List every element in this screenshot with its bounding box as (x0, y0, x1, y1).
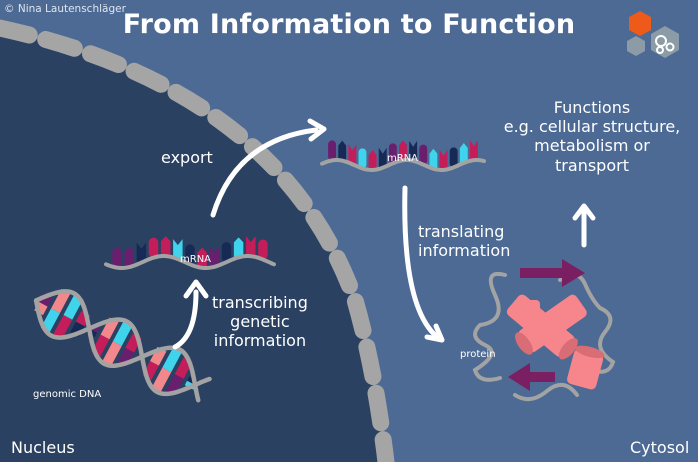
nucleotide (388, 143, 397, 164)
functions-line: metabolism or (534, 136, 650, 156)
mrna-cytosol (320, 140, 486, 173)
nucleotide (221, 242, 232, 263)
nucleotide (419, 144, 428, 165)
nucleotide (136, 242, 147, 263)
alpha-helix (515, 300, 540, 318)
functions-heading: Functions (553, 98, 631, 117)
nucleotide (469, 140, 478, 161)
functions-line: transport (555, 155, 629, 175)
transcribing-line: transcribing (212, 293, 308, 312)
transcribing-line: genetic (230, 312, 290, 332)
rna-backbone (320, 158, 486, 173)
beta-sheet (508, 363, 555, 391)
mrna-nucleus (104, 236, 276, 270)
protein-coil (472, 272, 616, 402)
nucleotide (409, 140, 418, 161)
nucleotide (209, 246, 220, 267)
nucleotide (368, 149, 377, 170)
transcribing-label: transcribing genetic information (212, 293, 308, 351)
nuclear-membrane (0, 19, 395, 462)
nucleotide (160, 236, 171, 257)
nucleotide (439, 149, 448, 170)
nucleotide (429, 148, 438, 169)
cytosol-label: Cytosol (630, 438, 690, 457)
nucleotide (328, 140, 337, 161)
nucleotide (233, 237, 244, 258)
cell-logo (627, 11, 679, 58)
export-arrow-head (307, 118, 327, 142)
base-pair (101, 341, 122, 368)
nucleotide (358, 148, 367, 169)
beta-sheet (520, 259, 585, 287)
rna-backbone (104, 254, 276, 270)
base-pair (165, 374, 184, 396)
nucleotide (338, 140, 347, 161)
translating-line: translating (418, 222, 505, 241)
base-pair (52, 314, 73, 340)
transcribing-line: information (213, 331, 307, 351)
nucleotide (197, 247, 207, 268)
nucleotide (459, 142, 468, 163)
functions-label: Functions e.g. cellular structure, metab… (496, 98, 688, 175)
base-pair (117, 347, 135, 367)
author-credit: © Nina Lautenschläger (4, 3, 126, 15)
transcription-arrow-head (183, 279, 209, 299)
export-label: export (161, 148, 213, 167)
transcription-arrow (172, 289, 199, 350)
translating-label: translating information (418, 222, 510, 260)
nucleotide (185, 244, 195, 265)
dna-backbone (33, 289, 201, 403)
export-arrow (210, 127, 319, 218)
base-pair (112, 320, 133, 346)
nucleotide (112, 247, 122, 268)
base-pair (51, 289, 71, 314)
protein-label: protein (460, 349, 496, 360)
diagram-title: From Information to Function (122, 9, 576, 40)
mrna-nucleus-label: mRNA (180, 254, 212, 265)
nucleotide (449, 147, 458, 168)
mrna-cytosol-label: mRNA (387, 153, 419, 164)
genomic-dna-helix (33, 289, 212, 403)
nucleotide (124, 247, 134, 268)
function-arrow-head (572, 203, 596, 221)
nucleotide (258, 239, 268, 260)
alpha-helix (567, 345, 605, 390)
nucleotide (148, 237, 159, 258)
nucleus-label: Nucleus (11, 438, 75, 457)
base-pair (63, 294, 84, 320)
translation-arrow-head (424, 323, 445, 343)
base-pair (162, 346, 183, 373)
nucleotide (173, 239, 183, 260)
functions-line: e.g. cellular structure, (503, 117, 681, 137)
nucleotide (378, 147, 387, 168)
nucleotide (399, 140, 407, 161)
dna-backbone (33, 298, 212, 397)
base-pair (100, 317, 119, 340)
genomic-dna-label: genomic DNA (33, 389, 102, 400)
nucleotide (348, 144, 357, 165)
base-pair (150, 346, 167, 366)
base-pair (151, 367, 172, 394)
translation-arrow (402, 185, 439, 339)
protein-structure (472, 259, 616, 402)
translating-line: information (418, 241, 511, 261)
nucleotide (246, 236, 256, 257)
